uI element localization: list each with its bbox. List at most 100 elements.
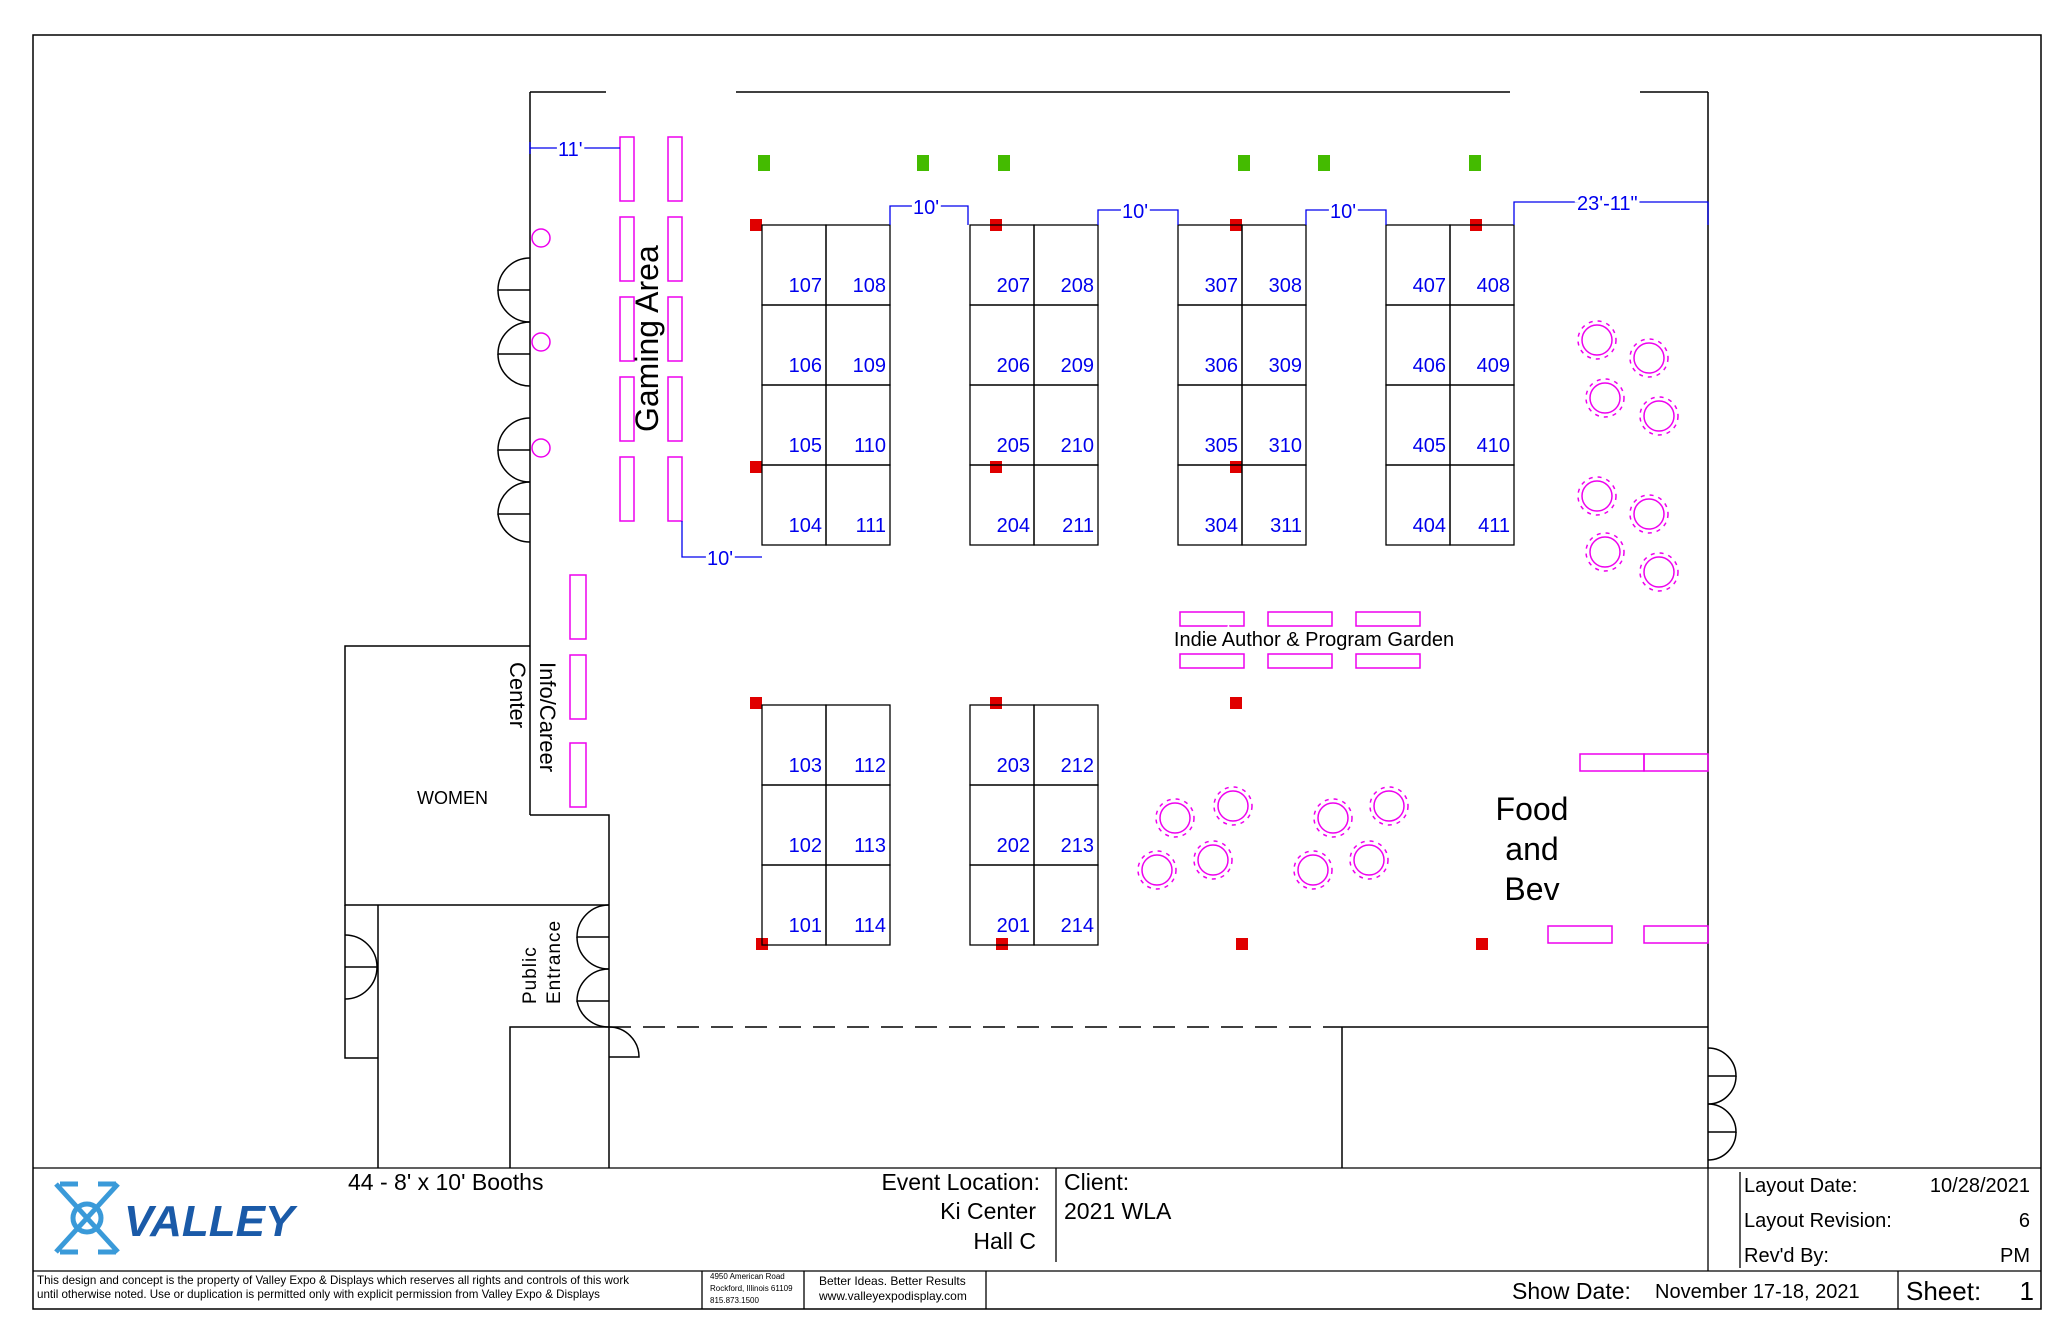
sheet-label: Sheet: [1906,1276,1981,1306]
booth-number-109: 109 [853,355,886,377]
company-tagline: Better Ideas. Better Results [819,1274,966,1288]
layout-revision-value: 6 [2019,1210,2030,1232]
booth-number-108: 108 [853,275,886,297]
info-career-label-line2: Center [505,662,530,728]
booth-number-205: 205 [997,435,1030,457]
valley-logo-wordmark: VALLEY [124,1197,298,1246]
booth-number-311: 311 [1270,515,1302,537]
show-date-value: November 17-18, 2021 [1655,1281,1860,1303]
booth-311 [1241,464,1307,546]
booth-number-114: 114 [854,915,886,937]
booth-number-308: 308 [1269,275,1302,297]
revd-by-label: Rev'd By: [1744,1245,1829,1267]
client-label: Client: [1064,1169,1129,1195]
disclaimer-line2: until otherwise noted. Use or duplicatio… [37,1288,600,1301]
address-line1: 4950 American Road [710,1272,785,1281]
booth-number-204: 204 [997,515,1030,537]
dimension-11ft: 11' [558,139,583,161]
round-tables-east [1577,320,1679,592]
booth-number-209: 209 [1061,355,1094,377]
booth-block: 207 208 206 209 205 210 204 211 [969,224,1099,546]
booth-number-206: 206 [997,355,1030,377]
show-date-label: Show Date: [1512,1278,1631,1304]
booth-111 [825,464,891,546]
layout-date-value: 10/28/2021 [1930,1175,2030,1197]
event-location-label: Event Location: [881,1169,1040,1195]
event-location-hall: Hall C [973,1228,1036,1254]
booth-number-201: 201 [997,915,1030,937]
building-columns [750,219,1488,950]
client-value: 2021 WLA [1064,1198,1172,1224]
booth-number-304: 304 [1205,515,1238,537]
booth-114 [825,864,891,946]
booth-number-210: 210 [1061,435,1094,457]
layout-revision-label: Layout Revision: [1744,1210,1892,1232]
dimension-10ft-west: 10' [707,548,733,570]
booth-number-410: 410 [1477,435,1510,457]
hall-walls [344,91,1709,1168]
booth-number-112: 112 [854,755,886,777]
indie-author-garden-label: Indie Author & Program Garden [1174,629,1454,651]
round-tables-south [1137,786,1409,890]
food-bev-label-line2: and [1505,831,1558,867]
green-markers [758,155,1481,171]
booth-number-208: 208 [1061,275,1094,297]
sheet-value: 1 [2020,1276,2034,1306]
dimension-10ft-aisle-1: 10' [913,197,939,219]
booth-number-404: 404 [1413,515,1446,537]
revd-by-value: PM [2000,1245,2030,1267]
booth-number-202: 202 [997,835,1030,857]
booth-number-107: 107 [789,275,822,297]
booth-number-407: 407 [1413,275,1446,297]
booth-number-310: 310 [1269,435,1302,457]
booth-number-104: 104 [789,515,822,537]
booth-number-405: 405 [1413,435,1446,457]
food-bev-label-line3: Bev [1504,871,1559,907]
dimension-10ft-aisle-2: 10' [1122,201,1148,223]
women-restroom-label: WOMEN [417,788,488,808]
booth-411 [1449,464,1515,546]
booth-number-212: 212 [1061,755,1094,777]
booth-number-309: 309 [1269,355,1302,377]
booth-number-211: 211 [1062,515,1094,537]
public-entrance-label-line1: Public [520,946,541,1004]
info-career-label-line1: Info/Career [535,662,560,772]
company-website: www.valleyexpodisplay.com [818,1289,967,1303]
booth-number-411: 411 [1478,515,1510,537]
booth-number-305: 305 [1205,435,1238,457]
booth-214 [1033,864,1099,946]
dimension-lines [529,142,1709,558]
booth-number-110: 110 [854,435,886,457]
booth-number-105: 105 [789,435,822,457]
booth-number-207: 207 [997,275,1030,297]
valley-logo: VALLEY [54,1181,298,1255]
booth-number-213: 213 [1061,835,1094,857]
dimension-labels: 11' 10' 10' 10' 10' 23'-11" [555,136,1641,573]
booth-number-111: 111 [856,515,886,537]
valley-x-mark-icon [54,1181,120,1255]
door-swings [344,257,1737,1161]
sheet-border [32,34,2042,1310]
booth-number-408: 408 [1477,275,1510,297]
booth-number-307: 307 [1205,275,1238,297]
booth-number-113: 113 [854,835,886,857]
booth-number-203: 203 [997,755,1030,777]
dimension-10ft-aisle-3: 10' [1330,201,1356,223]
booth-number-406: 406 [1413,355,1446,377]
booth-block: 107 108 106 109 105 110 104 111 [761,224,891,546]
title-block [33,1167,2041,1309]
booth-number-409: 409 [1477,355,1510,377]
booth-summary: 44 - 8' x 10' Booths [348,1169,543,1195]
booth-block: 203 212 202 213 201 214 [969,704,1099,946]
disclaimer-line1: This design and concept is the property … [37,1274,629,1287]
event-location-venue: Ki Center [940,1198,1036,1224]
address-line2: Rockford, Illinois 61109 [710,1284,793,1293]
booth-number-106: 106 [789,355,822,377]
booth-number-214: 214 [1061,915,1094,937]
layout-date-label: Layout Date: [1744,1175,1857,1197]
public-entrance-label-line2: Entrance [544,920,565,1004]
booth-number-101: 101 [789,915,822,937]
